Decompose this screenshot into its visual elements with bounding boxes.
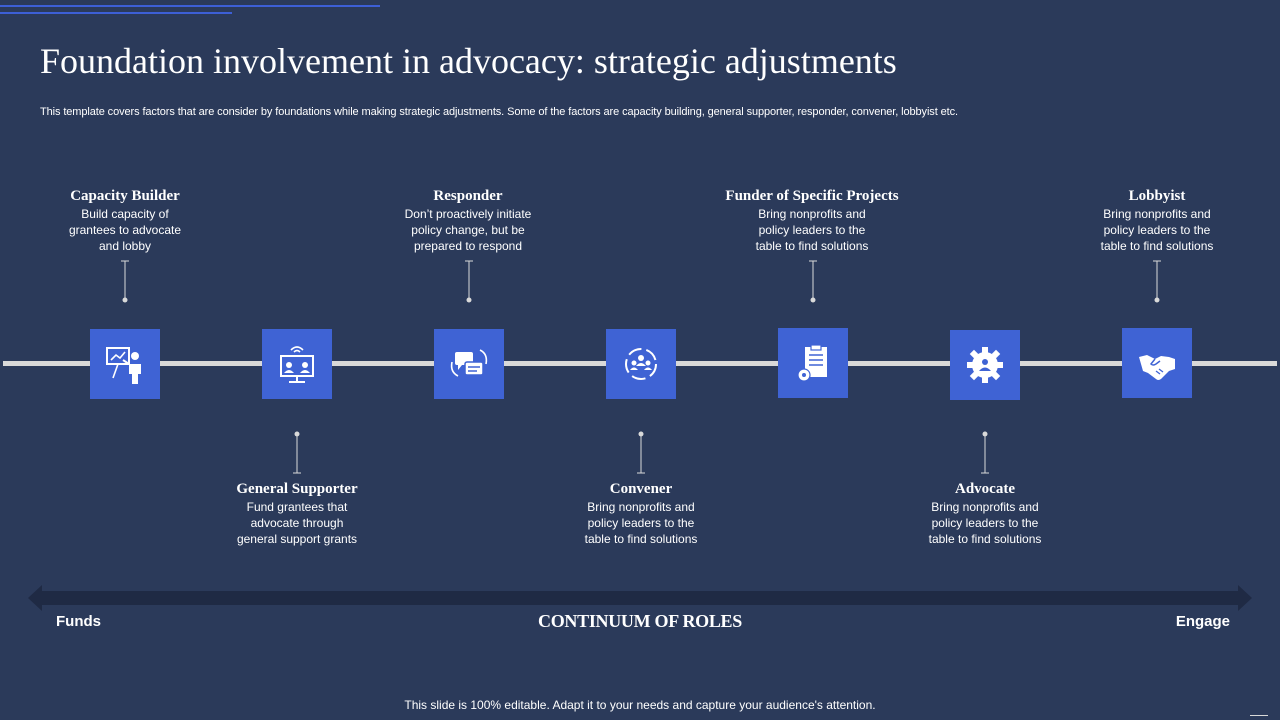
continuum-center-label: CONTINUUM OF ROLES: [538, 611, 742, 631]
role-desc-line: Don’t proactively initiate: [404, 207, 532, 221]
connector-general-supporter: [290, 429, 304, 474]
connector-convener: [634, 429, 648, 474]
node-capacity-builder: [90, 329, 160, 399]
connector-responder: [462, 260, 476, 305]
role-title: General Supporter: [236, 481, 358, 497]
role-title: Lobbyist: [1128, 188, 1186, 204]
connector-capacity-builder: [118, 260, 132, 305]
role-responder: Responder Don’t proactively initiate pol…: [368, 187, 568, 254]
role-desc-line: Fund grantees that: [246, 500, 348, 514]
role-title: Capacity Builder: [70, 188, 180, 204]
role-desc-line: Bring nonprofits and: [931, 500, 1039, 514]
role-desc-line: table to find solutions: [755, 239, 869, 253]
connector-funder: [806, 260, 820, 305]
document-gear-icon: [797, 344, 827, 382]
handshake-icon: [1139, 355, 1175, 380]
role-capacity-builder: Capacity Builder Build capacity of grant…: [25, 187, 225, 254]
node-lobbyist: [1122, 328, 1192, 398]
role-desc-line: policy leaders to the: [587, 516, 695, 530]
role-lobbyist: Lobbyist Bring nonprofits and policy lea…: [1057, 187, 1257, 254]
connector-lobbyist: [1150, 260, 1164, 305]
role-title: Advocate: [955, 481, 1015, 497]
role-title: Responder: [433, 188, 503, 204]
role-desc-line: policy leaders to the: [758, 223, 866, 237]
role-title: Funder of Specific Projects: [725, 188, 899, 204]
role-desc-line: table to find solutions: [584, 532, 698, 546]
role-desc-line: Build capacity of: [81, 207, 169, 221]
top-accent-line-short: [0, 12, 232, 14]
top-accent-line: [0, 5, 380, 7]
node-responder: [434, 329, 504, 399]
node-advocate: [950, 330, 1020, 400]
role-desc-line: table to find solutions: [1100, 239, 1214, 253]
role-desc-line: and lobby: [98, 239, 152, 253]
role-desc-line: policy leaders to the: [931, 516, 1039, 530]
role-desc-line: table to find solutions: [928, 532, 1042, 546]
continuum-left-label: Funds: [56, 613, 101, 630]
chat-exchange-icon: [450, 349, 488, 377]
role-desc-line: policy change, but be: [411, 223, 525, 237]
page-title: Foundation involvement in advocacy: stra…: [40, 41, 897, 81]
role-funder-of-specific-projects: Funder of Specific Projects Bring nonpro…: [702, 187, 922, 254]
role-advocate: Advocate Bring nonprofits and policy lea…: [885, 480, 1085, 547]
role-general-supporter: General Supporter Fund grantees that adv…: [197, 480, 397, 547]
people-cycle-icon: [625, 348, 657, 380]
role-desc-line: prepared to respond: [413, 239, 523, 253]
footer-note: This slide is 100% editable. Adapt it to…: [404, 698, 876, 712]
continuum-right-label: Engage: [1175, 613, 1230, 630]
node-convener: [606, 329, 676, 399]
role-desc-line: policy leaders to the: [1103, 223, 1211, 237]
role-desc-line: Bring nonprofits and: [758, 207, 866, 221]
role-desc-line: grantees to advocate: [68, 223, 182, 237]
corner-line: [1250, 715, 1268, 716]
node-funder-of-specific-projects: [778, 328, 848, 398]
page-subtitle: This template covers factors that are co…: [40, 106, 958, 118]
connector-advocate: [978, 429, 992, 474]
role-title: Convener: [609, 481, 673, 497]
role-desc-line: Bring nonprofits and: [1103, 207, 1211, 221]
presentation-icon: [106, 347, 141, 384]
role-convener: Convener Bring nonprofits and policy lea…: [541, 480, 741, 547]
node-general-supporter: [262, 329, 332, 399]
role-desc-line: general support grants: [236, 532, 358, 546]
role-desc-line: advocate through: [250, 516, 344, 530]
remote-support-icon: [280, 346, 314, 383]
gear-people-icon: [967, 347, 1003, 383]
role-desc-line: Bring nonprofits and: [587, 500, 695, 514]
continuum-arrow: [28, 585, 1252, 611]
